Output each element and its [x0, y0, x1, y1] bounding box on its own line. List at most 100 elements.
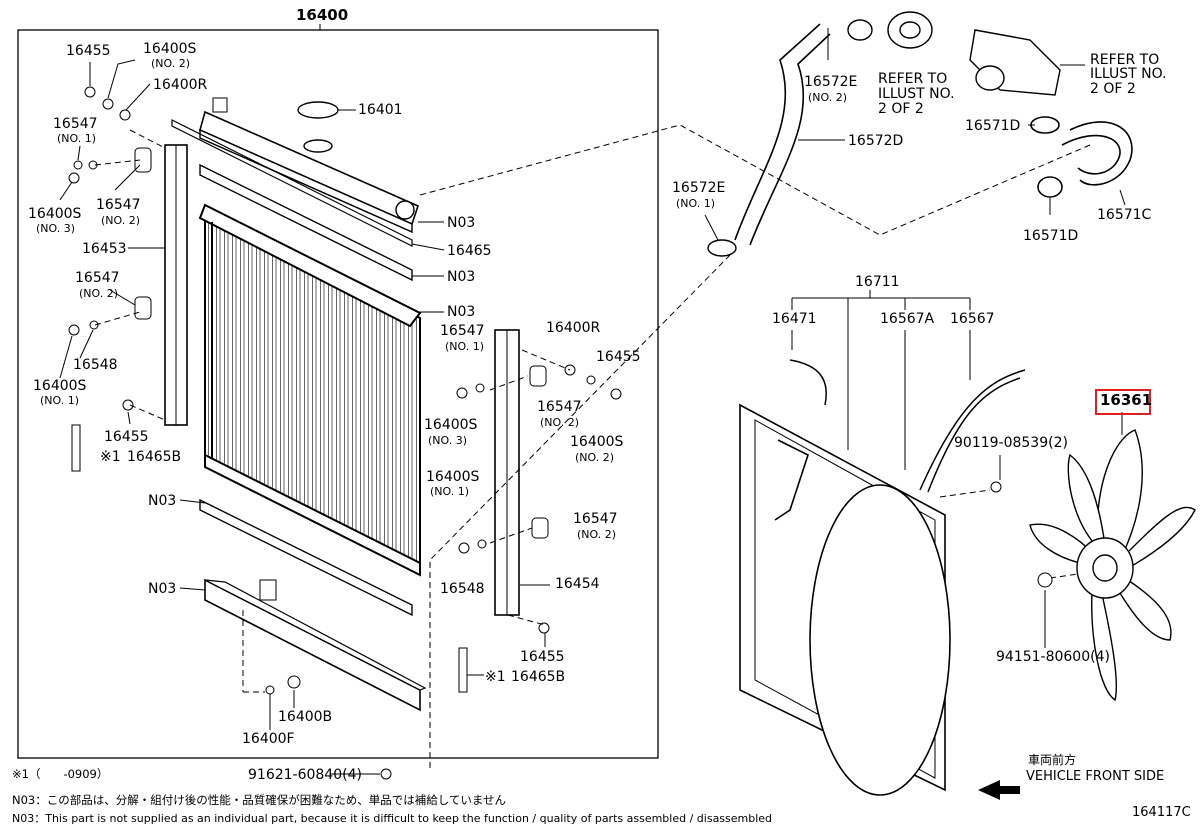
label-16465[interactable]: 16465: [447, 243, 492, 259]
label-no3-b: (NO. 3): [428, 434, 468, 447]
shroud-hose: [789, 359, 1026, 493]
note-mark1: ※1（ -0909）: [12, 767, 109, 781]
hose-leaders: [704, 28, 1126, 241]
upper-tank: [199, 97, 419, 234]
radiator-core: [198, 203, 422, 577]
leader-lines: [59, 59, 550, 775]
label-16400s-c[interactable]: 16400S: [33, 378, 87, 394]
right-support: [458, 329, 549, 693]
lower-hose: [1030, 116, 1133, 198]
cooling-fan: [1029, 429, 1196, 702]
label-16400r-b[interactable]: 16400R: [546, 320, 601, 336]
label-no1-e: (NO. 1): [676, 197, 716, 210]
label-no1-d: (NO. 1): [430, 485, 470, 498]
label-16548-b[interactable]: 16548: [440, 581, 485, 597]
label-16465b-a[interactable]: 16465B: [127, 449, 182, 465]
label-16455-c[interactable]: 16455: [596, 349, 641, 365]
label-no2-f: (NO. 2): [577, 528, 617, 541]
label-refer-b2: ILLUST NO.: [1090, 66, 1167, 82]
label-no1-a: (NO. 1): [57, 132, 97, 145]
front-arrow: [978, 780, 1020, 800]
label-no2-g: (NO. 2): [808, 91, 848, 104]
lower-tank: [204, 578, 427, 712]
label-16455-b[interactable]: 16455: [104, 429, 149, 445]
label-16400s-d[interactable]: 16400S: [424, 417, 478, 433]
label-16547-a[interactable]: 16547: [53, 116, 98, 132]
label-16548-a[interactable]: 16548: [73, 357, 118, 373]
left-support: [71, 144, 188, 472]
label-no2-e: (NO. 2): [575, 451, 615, 464]
label-16471[interactable]: 16471: [772, 311, 817, 327]
label-16571d-a[interactable]: 16571D: [965, 118, 1021, 134]
label-no2-a: (NO. 2): [151, 57, 191, 70]
label-refer-b3: 2 OF 2: [1090, 81, 1136, 97]
label-16571c[interactable]: 16571C: [1097, 207, 1152, 223]
label-16547-b[interactable]: 16547: [96, 197, 141, 213]
seal-gasket-b: [199, 498, 413, 617]
label-refer-a2: ILLUST NO.: [878, 86, 955, 102]
highlight-box: [1095, 389, 1151, 415]
label-16465b-b[interactable]: 16465B: [511, 669, 566, 685]
hose-clamp-upper: [707, 19, 873, 257]
label-n03-d[interactable]: N03: [148, 493, 177, 509]
label-16401[interactable]: 16401: [358, 102, 403, 118]
label-no2-c: (NO. 2): [79, 287, 119, 300]
label-n03-b[interactable]: N03: [447, 269, 476, 285]
label-16572e-b[interactable]: 16572E: [672, 180, 726, 196]
label-16547-e[interactable]: 16547: [537, 399, 582, 415]
label-16400s-e[interactable]: 16400S: [570, 434, 624, 450]
label-16455-d[interactable]: 16455: [520, 649, 565, 665]
radiator-cap: [297, 101, 339, 153]
vehicle-front-en: VEHICLE FRONT SIDE: [1026, 769, 1165, 784]
label-nut-94151[interactable]: 94151-80600(4): [996, 649, 1110, 665]
label-no2-b: (NO. 2): [101, 214, 141, 227]
label-16361[interactable]: 16361: [1100, 391, 1153, 409]
label-16571d-b[interactable]: 16571D: [1023, 228, 1079, 244]
fasteners: [68, 86, 622, 780]
label-16400r-a[interactable]: 16400R: [153, 77, 208, 93]
label-refer-a1: REFER TO: [878, 71, 948, 87]
fan-shroud: [739, 403, 951, 796]
label-mark-a: ※1: [100, 449, 121, 465]
label-no1-b: (NO. 1): [40, 394, 80, 407]
figure-code: 164117C: [1132, 805, 1191, 820]
label-16455-a[interactable]: 16455: [66, 43, 111, 59]
label-16567a[interactable]: 16567A: [880, 311, 935, 327]
label-no3-a: (NO. 3): [36, 222, 76, 235]
label-16400s-f[interactable]: 16400S: [426, 469, 480, 485]
label-16572d[interactable]: 16572D: [848, 133, 904, 149]
water-outlet: [969, 29, 1061, 96]
label-16572e-a[interactable]: 16572E: [804, 74, 858, 90]
label-16400s-b[interactable]: 16400S: [28, 206, 82, 222]
assembly-frame: [17, 29, 659, 759]
note-n03-en: N03：This part is not supplied as an indi…: [12, 812, 773, 825]
label-16400b[interactable]: 16400B: [278, 709, 333, 725]
label-16453[interactable]: 16453: [82, 241, 127, 257]
vehicle-front-jp: 車両前方: [1028, 753, 1077, 767]
label-no1-c: (NO. 1): [445, 340, 485, 353]
label-bolt-91621[interactable]: 91621-60840(4): [248, 767, 362, 783]
shroud-bracket: [791, 290, 971, 470]
label-n03-e[interactable]: N03: [148, 581, 177, 597]
label-16400s-a[interactable]: 16400S: [143, 41, 197, 57]
label-16711[interactable]: 16711: [855, 274, 900, 290]
label-16567[interactable]: 16567: [950, 311, 995, 327]
label-n03-c[interactable]: N03: [447, 304, 476, 320]
label-16547-d[interactable]: 16547: [440, 323, 485, 339]
seal-gasket-a: [199, 163, 413, 282]
label-16547-c[interactable]: 16547: [75, 270, 120, 286]
label-refer-b1: REFER TO: [1090, 52, 1160, 68]
label-mark-b: ※1: [485, 669, 506, 685]
label-16400[interactable]: 16400: [296, 6, 349, 24]
label-16400f[interactable]: 16400F: [242, 731, 295, 747]
upper-gasket: [171, 119, 413, 247]
label-no2-d: (NO. 2): [540, 416, 580, 429]
label-16547-f[interactable]: 16547: [573, 511, 618, 527]
label-n03-a[interactable]: N03: [447, 215, 476, 231]
note-n03-jp: N03：この部品は、分解・組付け後の性能・品質確保が困難なため、単品では補給して…: [12, 793, 507, 807]
upper-hose: [734, 23, 831, 246]
label-bolt-90119[interactable]: 90119-08539(2): [954, 435, 1068, 451]
label-16454[interactable]: 16454: [555, 576, 600, 592]
small-bolt: [990, 481, 1053, 588]
